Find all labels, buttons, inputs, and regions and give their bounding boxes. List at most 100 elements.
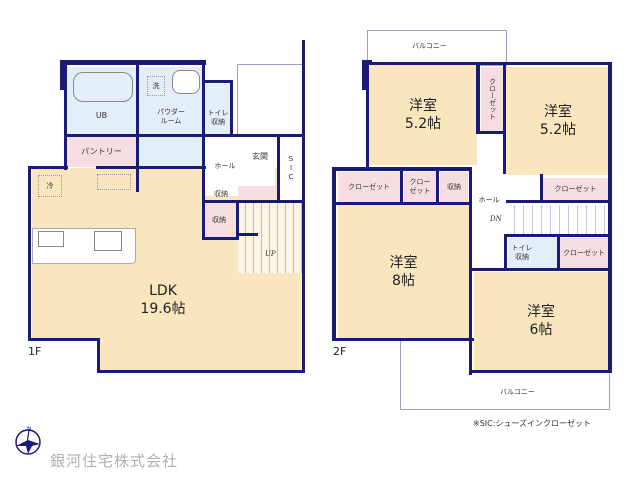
wall (557, 234, 560, 270)
wall (28, 166, 31, 340)
powder-room-label: パウダー ルーム (157, 108, 185, 125)
closet-lower-label: クローゼット (563, 248, 605, 257)
wall (332, 202, 472, 205)
compass-north-label: N (27, 426, 32, 433)
compass-bird-icon (15, 429, 41, 455)
porch-outline (237, 64, 305, 136)
bathtub-icon (73, 72, 133, 102)
wall (28, 166, 68, 169)
wall (472, 268, 612, 271)
closet-vertical-label: クローゼット (488, 78, 497, 120)
wall (236, 200, 239, 240)
wall (202, 60, 205, 240)
wall (64, 60, 67, 170)
wall (332, 338, 474, 341)
closet-a: クローゼット (338, 172, 400, 202)
stair-storage: 収納 (205, 203, 233, 237)
floor-label-1f: 1F (28, 345, 42, 358)
wall (302, 40, 305, 373)
closet-right-label: クローゼット (554, 184, 597, 193)
wall (236, 233, 258, 236)
toilet-2f: トイレ 収納 (508, 238, 558, 268)
room1-name: 洋室 (409, 98, 437, 114)
wall (202, 237, 238, 240)
toilet-1f: トイレ 収納 (205, 84, 231, 134)
closet-lower: クローゼット (560, 238, 608, 268)
wall (97, 370, 305, 373)
ldk-label: LDK 19.6帖 (98, 280, 228, 320)
western-room-2: 洋室 5.2帖 (506, 67, 610, 175)
room2-size: 5.2帖 (539, 122, 577, 138)
sic: S I C (280, 136, 302, 200)
sink-icon (172, 70, 200, 94)
toilet-storage-label-1f: 収納 (211, 118, 225, 126)
wall (504, 234, 507, 270)
closet-vertical: クローゼット (481, 67, 503, 131)
stair-storage-label: 収納 (212, 215, 226, 224)
cutout-1f (30, 338, 98, 388)
hall-label-1f: ホール (214, 161, 236, 170)
dn-label: DN (490, 215, 502, 223)
wall (230, 80, 233, 136)
room2-name: 洋室 (544, 104, 572, 120)
ldk-area-lower (98, 330, 302, 370)
wall (362, 60, 369, 90)
toilet-storage-label-2f: 収納 (515, 253, 529, 261)
wall (332, 167, 336, 341)
wall (506, 200, 612, 203)
wall (202, 80, 232, 83)
ldk-name: LDK (149, 283, 177, 299)
counter-space (97, 174, 131, 190)
wall (436, 171, 439, 203)
closet-right: クローゼット (543, 178, 608, 200)
wall (97, 338, 100, 372)
wall (60, 60, 67, 90)
pantry-label: パントリー (81, 147, 122, 156)
kitchen-sink-icon (94, 231, 122, 251)
wall (608, 62, 612, 372)
wall (277, 136, 280, 202)
storage-2f-label: 収納 (447, 182, 461, 191)
room4-size: 6帖 (529, 322, 553, 338)
stairs-2f (506, 205, 606, 235)
hall-2f: ホール (472, 170, 506, 270)
room1-size: 5.2帖 (404, 116, 442, 132)
up-label: UP (265, 250, 276, 258)
fridge-label: 冷 (38, 175, 62, 197)
wall (28, 338, 100, 341)
stove-icon (38, 231, 64, 247)
room3-size: 8帖 (392, 272, 415, 289)
hall-storage-label: 収納 (214, 190, 228, 198)
toilet-label-1f: トイレ (207, 109, 229, 117)
wall (540, 174, 543, 202)
wall (400, 171, 403, 203)
closet-b-label: クロー ゼット (409, 178, 431, 195)
western-room-1: 洋室 5.2帖 (369, 65, 477, 165)
closet-b: クロー ゼット (404, 172, 436, 202)
pantry: パントリー (67, 137, 136, 167)
stairs-1f (238, 203, 302, 273)
wall (469, 370, 612, 373)
washer-label: 洗 (147, 76, 165, 96)
entrance-step (238, 186, 278, 198)
wall (366, 62, 612, 65)
wall (503, 64, 506, 174)
wall (332, 167, 472, 171)
hall-label-2f: ホール (478, 195, 500, 204)
western-room-4: 洋室 6帖 (474, 272, 608, 370)
sic-label: S I C (288, 154, 294, 181)
closet-a-label: クローゼット (348, 182, 390, 191)
entrance: 玄関 (245, 136, 275, 186)
wall (136, 62, 139, 192)
compass-logo: N (14, 426, 42, 456)
footnote: ※SIC:シューズインクローゼット (473, 419, 592, 428)
wall (476, 64, 480, 134)
wall (96, 166, 206, 169)
wall (469, 205, 472, 375)
wall (64, 134, 204, 137)
balcony-top-label: バルコニー (412, 42, 447, 50)
wall (476, 131, 506, 134)
entrance-label: 玄関 (252, 152, 268, 161)
wall (60, 60, 206, 65)
balcony-bottom-mask (401, 341, 471, 381)
